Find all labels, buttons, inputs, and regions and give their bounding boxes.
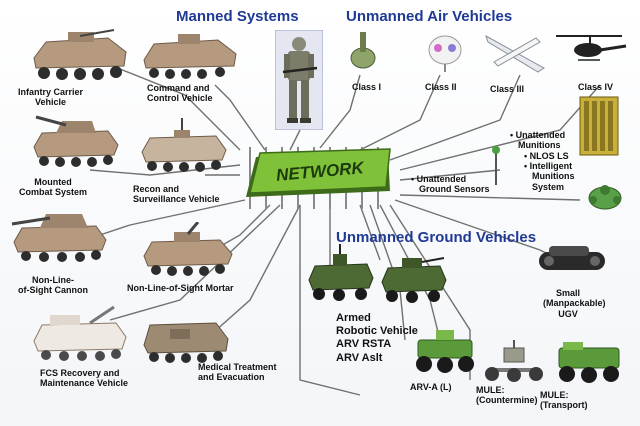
manned-systems-header: Manned Systems — [176, 8, 299, 25]
class-iv-label: Class IV — [578, 82, 614, 92]
uav-header: Unmanned Air Vehicles — [346, 8, 513, 25]
recon-surveillance-vehicle-icon — [141, 118, 227, 172]
class-iii-uav-icon — [485, 34, 545, 73]
small-ugv-icon — [539, 246, 605, 270]
class-ii-uav-icon — [428, 35, 462, 72]
medical-vehicle-icon — [143, 322, 229, 363]
intelligent-munitions-icon — [588, 185, 622, 210]
nlos-cannon-label: Non-Line-of-Sight Cannon — [18, 275, 88, 296]
ugv-header: Unmanned Ground Vehicles — [336, 229, 537, 246]
infantry-carrier-vehicle-icon — [33, 29, 127, 80]
command-control-vehicle-icon — [143, 34, 237, 79]
nlos-mortar-label: Non-Line-of-Sight Mortar — [127, 283, 234, 293]
class-iii-label: Class III — [490, 84, 525, 94]
arv-a-l-label: ARV-A (L) — [410, 382, 452, 392]
soldier-icon — [275, 30, 323, 130]
nlos-mortar-icon — [143, 222, 233, 276]
unattended-munitions-launcher-icon — [579, 96, 619, 156]
mule-countermine-icon — [485, 340, 543, 382]
class-iv-uav-icon — [556, 35, 627, 61]
class-ii-label: Class II — [425, 82, 457, 92]
mule-countermine-label: MULE: (Countermine) — [476, 385, 538, 406]
class-i-label: Class I — [352, 82, 382, 92]
ground-sensor-icon — [492, 146, 500, 185]
network-chip: NETWORK — [246, 147, 391, 209]
mule-transport-label: MULE: (Transport) — [540, 390, 588, 411]
recovery-vehicle-icon — [33, 305, 127, 361]
mule-transport-icon — [558, 342, 620, 383]
armed-robotic-vehicle-icon — [308, 244, 374, 301]
class-i-uav-icon — [350, 32, 376, 69]
nlos-cannon-icon — [11, 214, 107, 262]
small-ugv-label: Small (Manpackable) UGV — [543, 288, 606, 319]
arv-a-l-icon — [416, 330, 474, 373]
arv-rsta-icon — [381, 257, 447, 303]
arv-label: Armed Robotic Vehicle ARV RSTA ARV Aslt — [336, 312, 418, 364]
unattended-munitions-label: • Unattended Munitions • NLOS LS • Intel… — [510, 130, 575, 192]
ground-sensors-label: • Unattended Ground Sensors — [411, 174, 490, 195]
mounted-combat-system-icon — [33, 115, 119, 167]
